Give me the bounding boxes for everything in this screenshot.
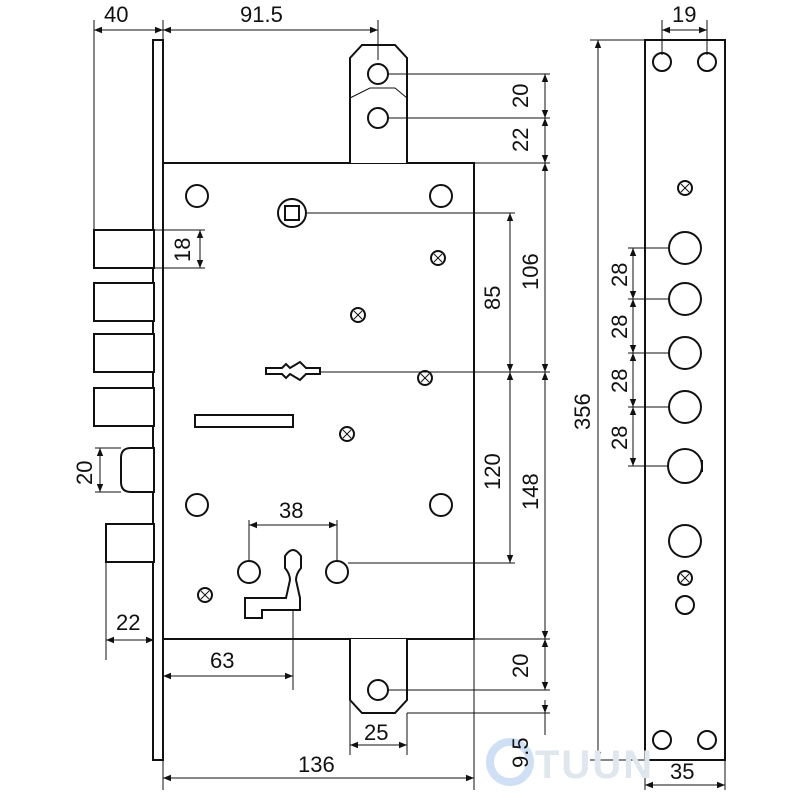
dim-40: 40 <box>104 2 128 27</box>
dim-38: 38 <box>279 498 303 523</box>
dim-148: 148 <box>518 473 543 510</box>
dim-20-bottom: 20 <box>508 654 533 678</box>
dim-63: 63 <box>210 648 234 673</box>
dim-120: 120 <box>480 453 505 490</box>
watermark-logo: TUUN <box>486 738 654 787</box>
dim-9-5: 9.5 <box>508 737 533 768</box>
dim-19: 19 <box>672 2 696 27</box>
dimension-labels: 40 91.5 19 20 22 18 85 106 356 28 28 28 … <box>72 2 696 784</box>
dim-91-5: 91.5 <box>240 2 283 27</box>
dim-356: 356 <box>570 393 595 430</box>
front-faceplate <box>644 39 726 761</box>
slot <box>194 414 294 428</box>
bolts <box>93 229 155 563</box>
dim-18: 18 <box>170 238 195 262</box>
keyhole-center <box>265 360 321 382</box>
dim-25: 25 <box>364 720 388 745</box>
dimension-lines <box>93 20 726 790</box>
dim-22-bottom: 22 <box>116 610 140 635</box>
latch-bolt <box>120 447 155 493</box>
dim-28-c: 28 <box>607 369 632 393</box>
lock-case <box>162 44 475 714</box>
dim-20-top: 20 <box>508 84 533 108</box>
dim-28-a: 28 <box>607 263 632 287</box>
svg-text:TUUN: TUUN <box>535 743 654 787</box>
dim-28-b: 28 <box>607 315 632 339</box>
top-strike-tab <box>349 44 408 163</box>
dim-20-latch: 20 <box>72 461 97 485</box>
dim-28-d: 28 <box>607 426 632 450</box>
dim-85: 85 <box>480 286 505 310</box>
dim-22-top: 22 <box>508 128 533 152</box>
screws <box>197 250 446 603</box>
dim-35: 35 <box>670 759 694 784</box>
bottom-strike-tab <box>349 639 408 714</box>
dim-106: 106 <box>518 253 543 290</box>
dim-136: 136 <box>298 752 335 777</box>
